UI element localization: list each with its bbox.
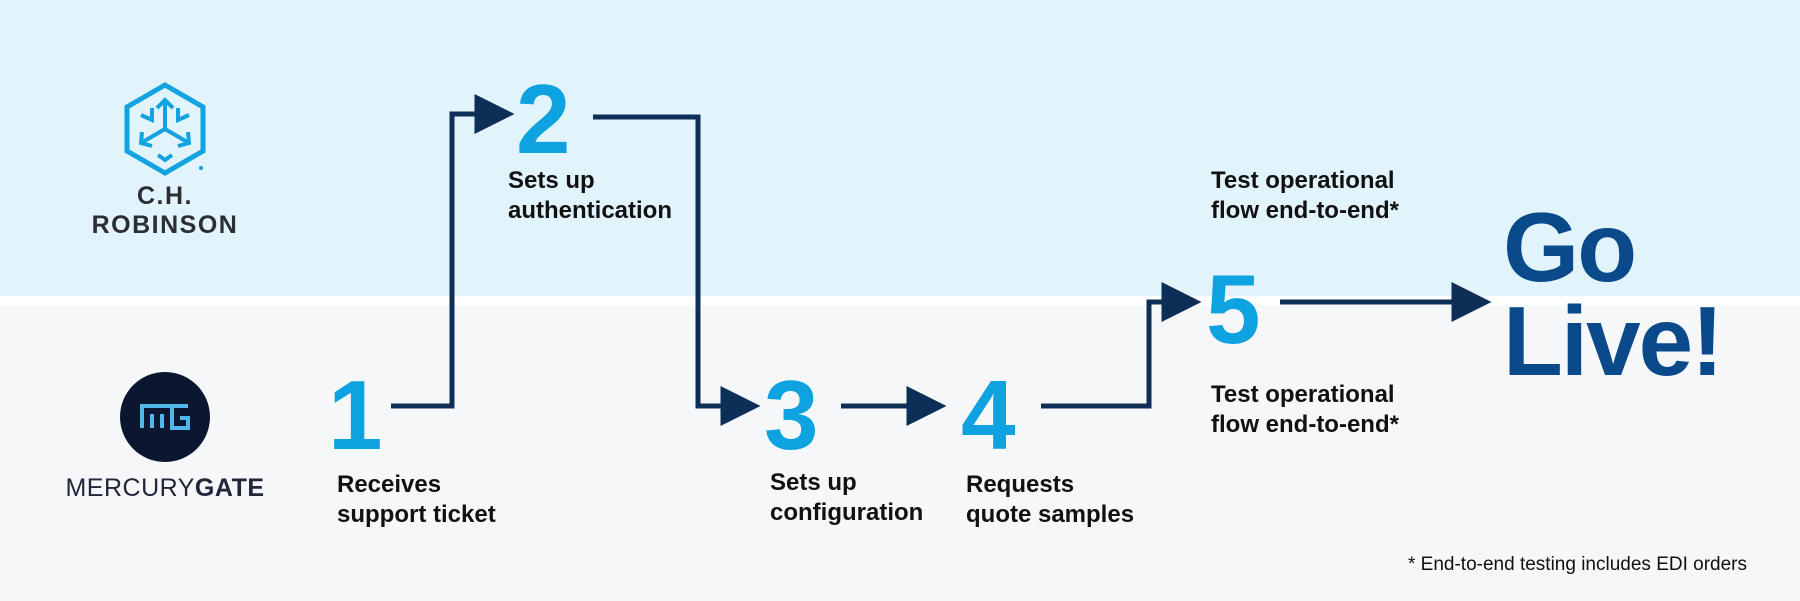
step-2-number: 2: [516, 64, 571, 174]
arrow-4-to-5: [1041, 282, 1202, 409]
footnote: * End-to-end testing includes EDI orders: [1407, 554, 1747, 575]
step-5-number: 5: [1206, 254, 1261, 364]
chr-band: [0, 0, 1800, 296]
mercurygate-wordmark: MERCURYGATE: [60, 474, 270, 503]
step-1-number: 1: [328, 360, 383, 470]
arrow-2-to-3: [593, 114, 761, 426]
step-4-label: Requests quote samples: [966, 471, 1135, 528]
step-5-label-bottom: Test operational flow end-to-end*: [1211, 381, 1399, 438]
chr-logo: C.H. ROBINSON: [60, 78, 270, 239]
go-live-heading: Go Live!: [1503, 192, 1724, 396]
mercurygate-wordmark-part1: MERCURY: [65, 474, 195, 502]
step-1-label: Receives support ticket: [337, 471, 496, 528]
arrow-1-to-2: [391, 94, 515, 409]
chr-wordmark: C.H. ROBINSON: [91, 182, 239, 239]
mercurygate-badge-icon: [120, 372, 210, 462]
step-3-number: 3: [764, 360, 819, 470]
step-2-label: Sets up authentication: [508, 167, 673, 224]
step-4-number: 4: [961, 360, 1016, 470]
mercurygate-wordmark-part2: GATE: [194, 474, 265, 502]
step-5-label-top: Test operational flow end-to-end*: [1211, 167, 1399, 224]
mercurygate-logo: MERCURYGATE: [60, 370, 270, 503]
chr-cube-icon: [124, 82, 206, 176]
band-divider: [0, 296, 1800, 305]
step-3-label: Sets up configuration: [770, 469, 924, 526]
